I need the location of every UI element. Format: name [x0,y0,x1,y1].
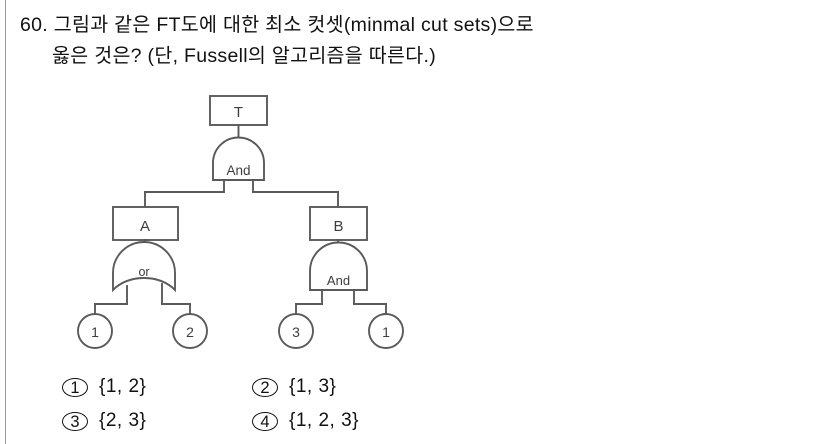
question-line-2: 옳은 것은? (단, Fussell의 알고리즘을 따른다.) [52,45,436,67]
option-2-number: 2 [252,377,278,397]
gate-and-top-label: And [226,163,250,178]
answer-options: 1 {1, 2} 2 {1, 3} 3 {2, 3} 4 {1, 2, 3} [62,370,582,438]
fault-tree-diagram: T And A or B And 1 2 3 1 [0,88,500,358]
gate-or-a-label: or [138,265,149,279]
option-3[interactable]: 3 {2, 3} [62,410,252,432]
basic-event-label-3: 3 [292,324,300,340]
box-a-label: A [140,218,150,235]
option-3-text: {2, 3} [99,410,147,431]
question-line-1: 60. 그림과 같은 FT도에 대한 최소 컷셋(minmal cut sets… [20,14,534,36]
basic-event-circle-4 [368,313,404,349]
option-2[interactable]: 2 {1, 3} [252,376,442,398]
basic-event-circle-3 [278,313,314,349]
gate-or-a [112,241,176,293]
intermediate-event-box-a [112,206,179,241]
options-row-1: 1 {1, 2} 2 {1, 3} [62,370,582,404]
option-1-text: {1, 2} [99,376,147,397]
intermediate-event-box-b [309,206,368,241]
basic-event-circle-2 [172,313,208,349]
option-4-text: {1, 2, 3} [289,410,360,431]
box-b-label: B [333,218,343,235]
option-1[interactable]: 1 {1, 2} [62,376,252,398]
basic-event-label-4: 1 [382,324,390,340]
gate-and-b [309,241,368,291]
top-event-label: T [234,104,243,121]
option-3-number: 3 [62,411,88,431]
option-4-number: 4 [252,411,278,431]
basic-event-label-2: 2 [186,324,194,340]
option-1-number: 1 [62,377,88,397]
gate-and-b-label: And [327,273,350,288]
gate-and-top [212,136,265,181]
option-2-text: {1, 3} [289,376,337,397]
options-row-2: 3 {2, 3} 4 {1, 2, 3} [62,404,582,438]
question-block: 60. 그림과 같은 FT도에 대한 최소 컷셋(minmal cut sets… [20,10,780,72]
basic-event-label-1: 1 [91,324,99,340]
scan-border-line [5,0,6,444]
option-4[interactable]: 4 {1, 2, 3} [252,410,442,432]
basic-event-circle-1 [77,313,113,349]
